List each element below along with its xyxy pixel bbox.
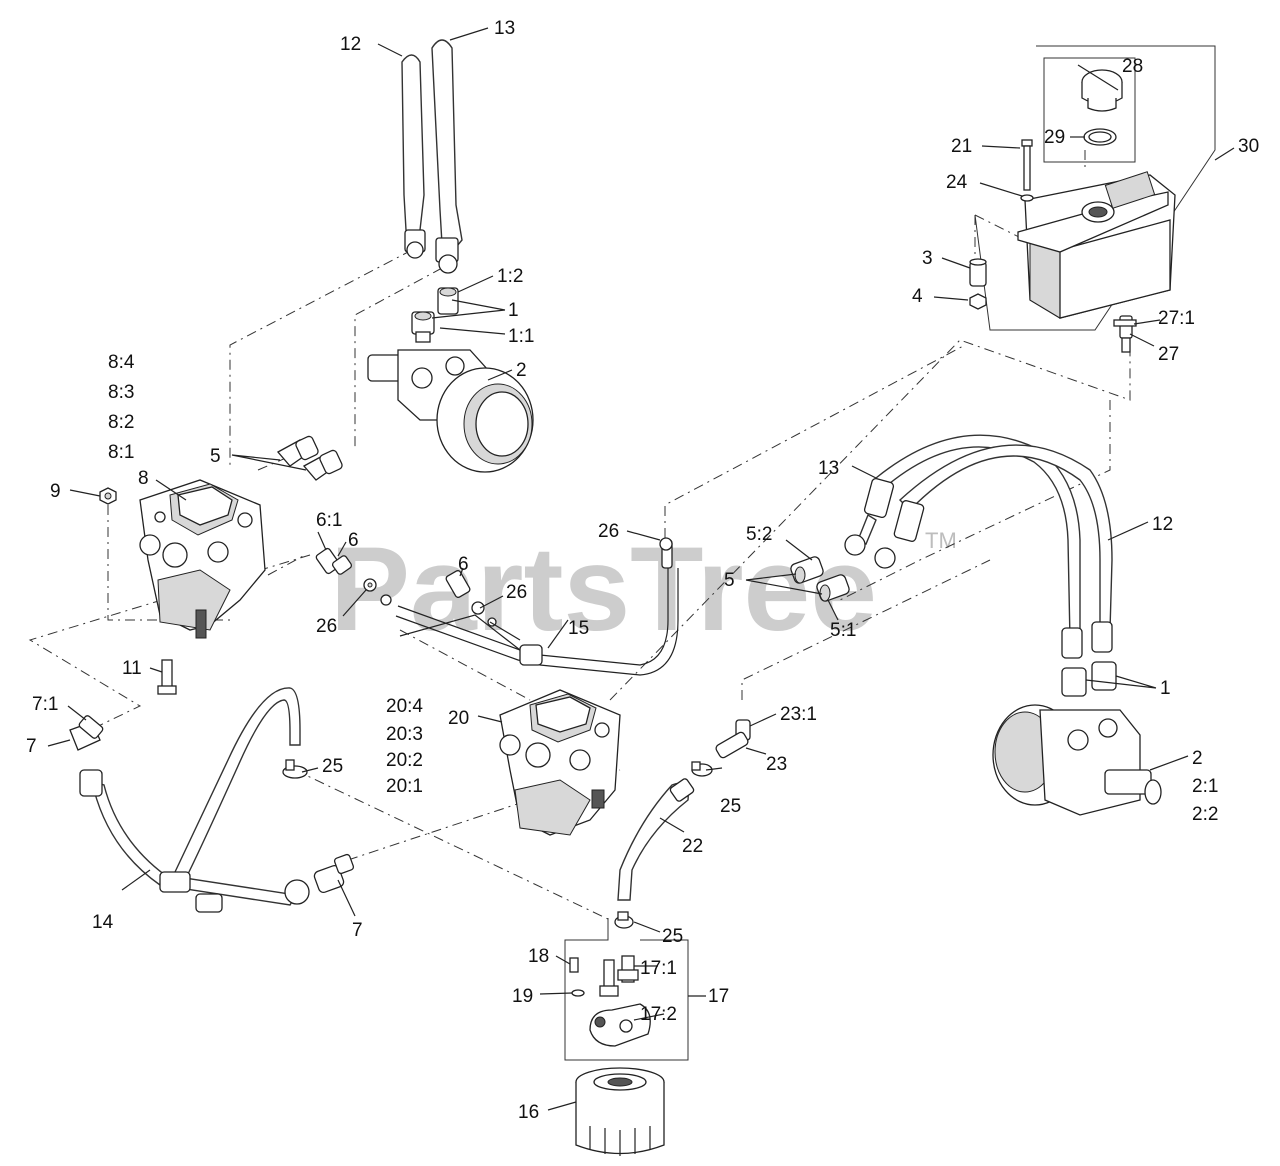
callout-26-center: 26 [506, 582, 527, 603]
fitting-1-right-pair [1061, 661, 1117, 697]
callout-8-2: 8:2 [108, 412, 134, 433]
washer-24 [1020, 194, 1034, 202]
callout-21: 21 [951, 136, 972, 157]
callout-25-center: 25 [720, 796, 741, 817]
callout-23-1: 23:1 [780, 704, 817, 725]
hose-14 [79, 687, 310, 913]
hydraulic-motor-top [367, 349, 534, 473]
fitting-6-left [315, 547, 392, 606]
bolt-21 [1021, 139, 1033, 191]
callout-12-top: 12 [340, 34, 361, 55]
callout-8-1: 8:1 [108, 442, 134, 463]
hose-ends-right [844, 534, 1113, 659]
oil-tank-assembly [974, 45, 1216, 331]
callout-17-1: 17:1 [640, 958, 677, 979]
callout-4: 4 [912, 286, 923, 307]
callout-24: 24 [946, 172, 968, 193]
callout-20-2: 20:2 [386, 750, 423, 771]
callout-6-1: 6:1 [316, 510, 342, 531]
callout-5-2: 5:2 [746, 524, 772, 545]
callout-20-1: 20:1 [386, 776, 423, 797]
fitting-23 [715, 719, 751, 759]
callout-2-2: 2:2 [1192, 804, 1218, 825]
fitting-1-top-pair [411, 287, 459, 343]
fitting-7-elbow [69, 715, 104, 751]
tank-cap-28 [1081, 69, 1123, 112]
hose-15 [395, 537, 679, 676]
washer-4 [969, 293, 987, 310]
watermark-trademark: TM [925, 528, 957, 553]
callout-8: 8 [138, 468, 149, 489]
fitting-6-center [445, 570, 497, 627]
callout-20: 20 [448, 708, 469, 729]
fitting-5-center [790, 556, 850, 602]
callout-23: 23 [766, 754, 787, 775]
callout-8-3: 8:3 [108, 382, 134, 403]
callout-25-bottom: 25 [662, 926, 683, 947]
callout-20-3: 20:3 [386, 724, 423, 745]
callout-29: 29 [1044, 127, 1065, 148]
fitting-27 [1113, 315, 1137, 353]
callout-7-bottom: 7 [352, 920, 363, 941]
callout-5-left: 5 [210, 446, 221, 467]
callout-11: 11 [122, 658, 142, 679]
hose-13-top [431, 39, 463, 274]
callout-19: 19 [512, 986, 533, 1007]
bolt-11 [157, 659, 177, 695]
clamp-25-left [282, 759, 308, 779]
hydraulic-pump-20 [499, 689, 621, 836]
callout-20-4: 20:4 [386, 696, 423, 717]
callout-28: 28 [1122, 56, 1143, 77]
oil-filter-16 [575, 1067, 665, 1156]
callout-7-left: 7 [26, 736, 37, 757]
callout-9: 9 [50, 481, 61, 502]
callout-7-1: 7:1 [32, 694, 58, 715]
callout-12-right: 12 [1152, 514, 1173, 535]
callout-30: 30 [1238, 136, 1259, 157]
callout-22: 22 [682, 836, 703, 857]
hydraulic-pump-8 [139, 479, 266, 639]
fitting-7-bottom [313, 853, 355, 894]
callout-26-left: 26 [316, 616, 337, 637]
callout-25-left: 25 [322, 756, 343, 777]
callout-15: 15 [568, 618, 589, 639]
spacer-3 [969, 258, 987, 287]
callout-6-left: 6 [348, 530, 359, 551]
callout-5-1: 5:1 [830, 620, 856, 641]
callout-27: 27 [1158, 344, 1179, 365]
callout-26-top: 26 [598, 521, 619, 542]
callout-14: 14 [92, 912, 114, 933]
callout-16: 16 [518, 1102, 539, 1123]
callout-2-top: 2 [516, 360, 527, 381]
callout-1-2-top: 1:2 [497, 266, 523, 287]
hydraulic-motor-right [992, 704, 1162, 816]
hose-12-top [401, 54, 426, 259]
callout-5-center: 5 [724, 570, 735, 591]
routing-lines [28, 150, 1131, 921]
callout-18: 18 [528, 946, 549, 967]
callout-2-1: 2:1 [1192, 776, 1218, 797]
fitting-5-left [276, 435, 343, 481]
callout-3: 3 [922, 248, 933, 269]
clamp-25-center [691, 761, 713, 777]
callout-27-1: 27:1 [1158, 308, 1195, 329]
callout-17: 17 [708, 986, 729, 1007]
hose-22 [617, 778, 695, 901]
watermark: PartsTree [330, 522, 877, 656]
callout-labels: 12 13 1:2 1 1:1 2 21 24 3 4 28 29 30 27:… [26, 18, 1259, 1123]
clamp-25-bottom [614, 911, 634, 929]
callout-6-center: 6 [458, 554, 469, 575]
callout-1-top: 1 [508, 300, 519, 321]
callout-8-4: 8:4 [108, 352, 135, 373]
callout-1-1-top: 1:1 [508, 326, 534, 347]
callout-17-2: 17:2 [640, 1004, 677, 1025]
callout-13-right: 13 [818, 458, 839, 479]
callout-13-top: 13 [494, 18, 515, 39]
callout-2-right: 2 [1192, 748, 1203, 769]
nut-9 [99, 487, 117, 505]
callout-1-right: 1 [1160, 678, 1171, 699]
oring-29 [1083, 128, 1117, 146]
leader-lines [47, 27, 1235, 1111]
